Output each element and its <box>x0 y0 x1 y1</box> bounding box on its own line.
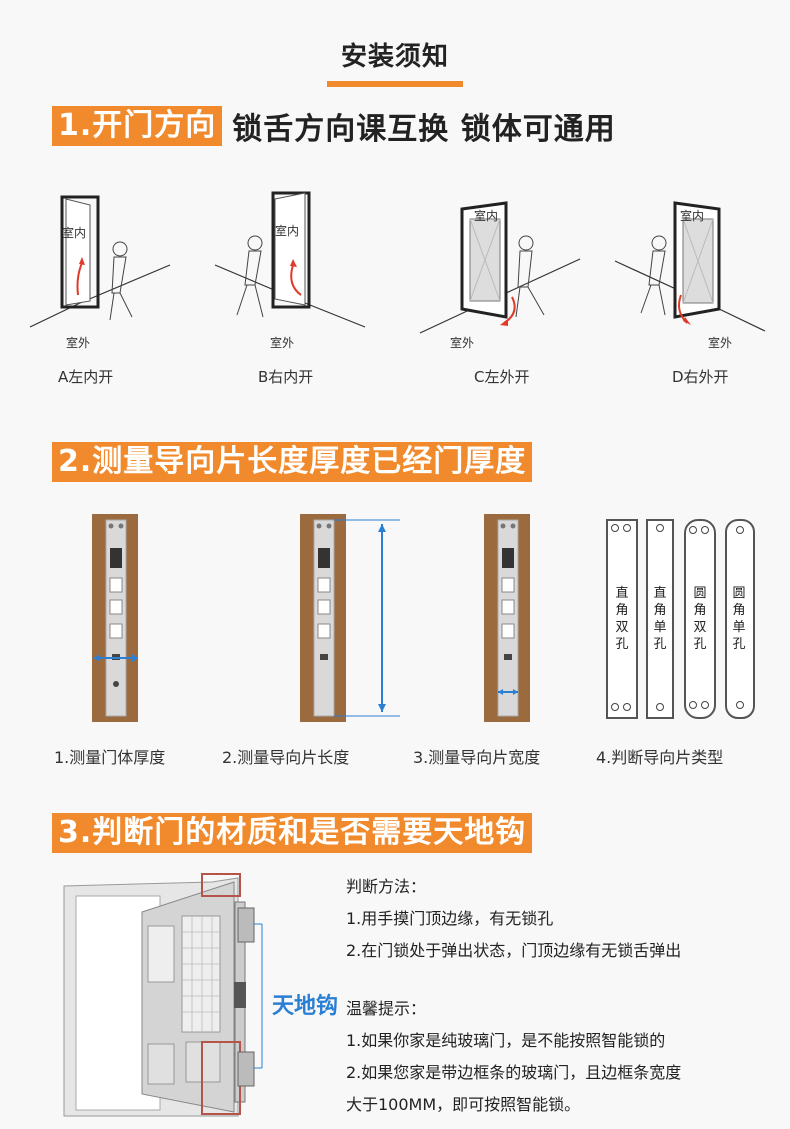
outdoor-label-d: 室外 <box>708 336 733 350</box>
caption-b: B右内开 <box>258 368 314 386</box>
caption-c: C左外开 <box>474 368 530 386</box>
caption-a: A左内开 <box>58 368 114 386</box>
door-diagram-a <box>29 195 171 328</box>
plate-type-label-1: 直角双孔 <box>615 586 629 652</box>
tips-item-2: 2.如果您家是带边框条的玻璃门，且边框条宽度 <box>346 1063 682 1082</box>
plate-round-single <box>725 519 755 719</box>
section3-tag: 3.判断门的材质和是否需要天地钩 <box>52 813 533 853</box>
page-title: 安装须知 <box>326 32 463 87</box>
section1-subtitle: 锁舌方向课互换 锁体可通用 <box>232 112 616 147</box>
door-diagram-c <box>419 201 581 334</box>
door-edge-length <box>300 514 400 722</box>
method-item-1: 1.用手摸门顶边缘，有无锁孔 <box>346 909 554 928</box>
door-hook-illustration <box>63 873 263 1117</box>
plate-type-label-4: 圆角单孔 <box>732 586 746 652</box>
door-edge-thickness <box>92 514 138 722</box>
plate-type-label-3: 圆角双孔 <box>693 586 707 652</box>
door-edge-width <box>484 514 530 722</box>
plate-type-label-2: 直角单孔 <box>653 586 667 652</box>
plate-square-single <box>646 519 674 719</box>
page-title-wrap: 安装须知 <box>0 32 790 87</box>
outdoor-label-b: 室外 <box>270 336 295 350</box>
measure-caption-2: 2.测量导向片长度 <box>222 748 350 767</box>
plate-round-double <box>684 519 716 719</box>
measure-caption-3: 3.测量导向片宽度 <box>413 748 541 767</box>
section2-header: 2.测量导向片长度厚度已经门厚度 <box>52 442 533 482</box>
tips-title: 温馨提示： <box>346 999 427 1018</box>
door-diagram-b <box>214 191 366 328</box>
tips-item-3: 大于100MM，即可按照智能锁。 <box>346 1095 581 1114</box>
indoor-label-c: 室内 <box>474 209 499 223</box>
section3-header: 3.判断门的材质和是否需要天地钩 <box>52 813 533 853</box>
tips-item-1: 1.如果你家是纯玻璃门，是不能按照智能锁的 <box>346 1031 666 1050</box>
section1-header: 1.开门方向 锁舌方向课互换 锁体可通用 <box>52 106 616 147</box>
indoor-label-a: 室内 <box>62 226 87 240</box>
hook-label: 天地钩 <box>272 994 339 1019</box>
section2-tag: 2.测量导向片长度厚度已经门厚度 <box>52 442 533 482</box>
outdoor-label-a: 室外 <box>66 336 91 350</box>
measure-caption-1: 1.测量门体厚度 <box>54 748 166 767</box>
indoor-label-d: 室内 <box>680 209 705 223</box>
door-diagram-d <box>614 201 766 332</box>
method-title: 判断方法： <box>346 877 427 896</box>
measure-caption-4: 4.判断导向片类型 <box>596 748 724 767</box>
plate-square-double <box>606 519 638 719</box>
outdoor-label-c: 室外 <box>450 336 475 350</box>
section1-tag: 1.开门方向 <box>52 106 223 146</box>
indoor-label-b: 室内 <box>275 224 300 238</box>
method-item-2: 2.在门锁处于弹出状态，门顶边缘有无锁舌弹出 <box>346 941 682 960</box>
caption-d: D右外开 <box>672 368 729 386</box>
